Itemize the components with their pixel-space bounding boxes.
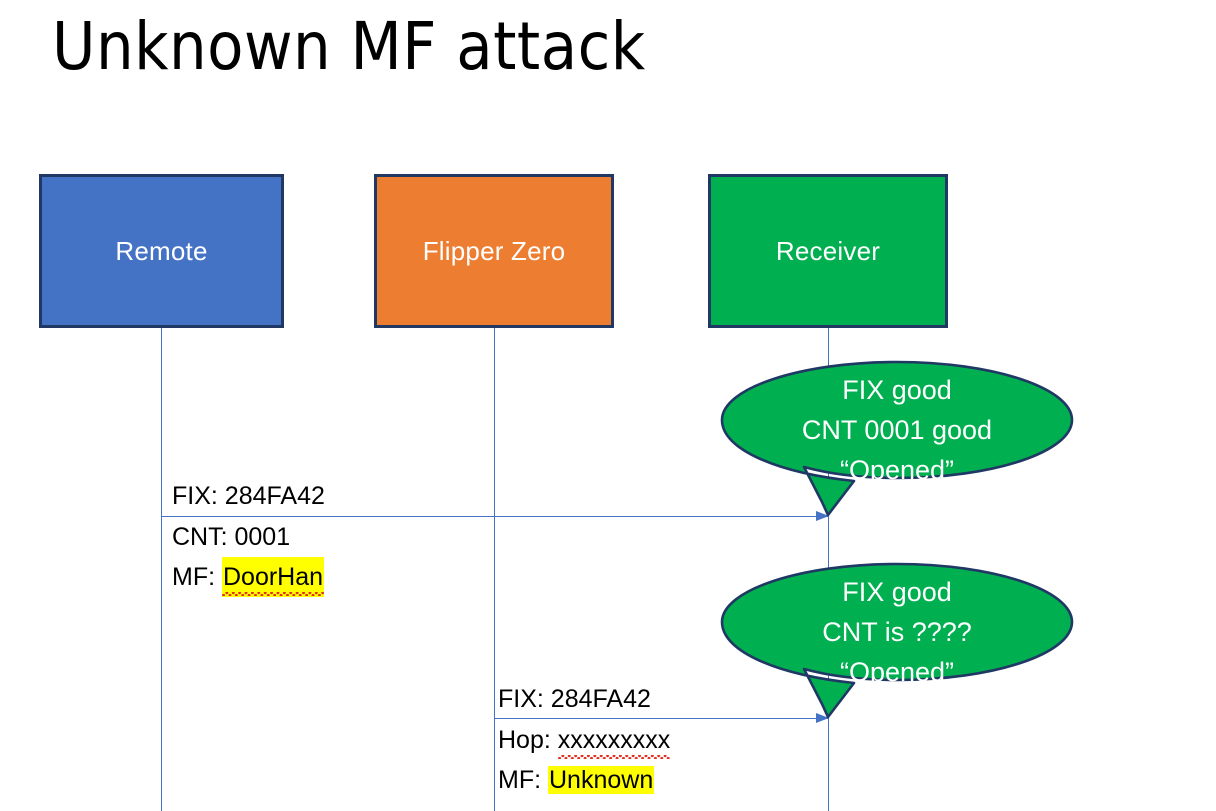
message-2-line-1-label: FIX: xyxy=(498,685,551,713)
message-1-line-2: CNT: 0001 xyxy=(172,517,290,557)
message-2-line-2-value: xxxxxxxxx xyxy=(557,720,670,760)
actor-box-receiver[interactable]: Receiver xyxy=(708,174,948,328)
message-1-line-1-label: FIX: xyxy=(172,482,225,510)
actor-label-receiver: Receiver xyxy=(775,235,881,266)
actor-label-remote: Remote xyxy=(115,235,208,266)
speech-bubble-shape-2 xyxy=(720,562,1074,719)
actor-box-flipper[interactable]: Flipper Zero xyxy=(374,174,614,328)
message-arrow-flipper-to-receiver xyxy=(494,713,829,723)
speech-bubble-receiver-2[interactable]: FIX good CNT is ???? “Opened” xyxy=(720,562,1074,724)
message-1-line-3-value: DoorHan xyxy=(222,557,325,597)
message-2-line-1-value: 284FA42 xyxy=(550,685,651,713)
message-arrow-remote-to-receiver xyxy=(161,511,829,521)
speech-bubble-shape-1 xyxy=(720,360,1074,517)
message-1-line-3-label: MF: xyxy=(172,563,222,591)
message-2-line-3-label: MF: xyxy=(498,766,548,794)
message-1-line-3: MF: DoorHan xyxy=(172,557,325,597)
message-1-line-2-value: 0001 xyxy=(234,523,291,551)
actor-label-flipper: Flipper Zero xyxy=(422,235,566,266)
message-1-line-1: FIX: 284FA42 xyxy=(172,476,325,516)
speech-bubble-receiver-1[interactable]: FIX good CNT 0001 good “Opened” xyxy=(720,360,1074,522)
page-title: Unknown MF attack xyxy=(52,8,646,85)
message-2-line-3-value: Unknown xyxy=(548,766,655,794)
message-2-line-3: MF: Unknown xyxy=(498,760,655,800)
lifeline-flipper xyxy=(494,328,495,811)
message-2-line-1: FIX: 284FA42 xyxy=(498,679,651,719)
message-2-line-2: Hop: xxxxxxxxx xyxy=(498,720,670,760)
message-1-line-1-value: 284FA42 xyxy=(224,482,325,510)
lifeline-remote xyxy=(161,328,162,811)
message-1-line-2-label: CNT: xyxy=(172,523,235,551)
actor-box-remote[interactable]: Remote xyxy=(39,174,284,328)
message-2-line-2-label: Hop: xyxy=(498,726,558,754)
